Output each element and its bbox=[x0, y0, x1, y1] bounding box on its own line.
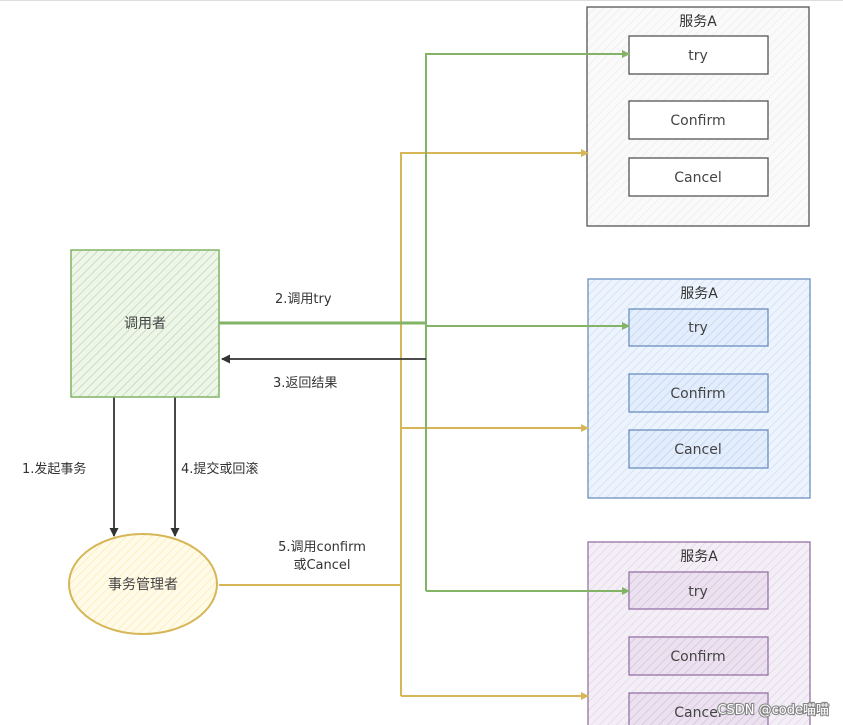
service-2-confirm-box bbox=[628, 373, 769, 413]
tx-manager-label: 事务管理者 bbox=[108, 577, 178, 593]
caller-label: 调用者 bbox=[124, 316, 166, 332]
watermark: CSDN @code喵喵 bbox=[717, 703, 829, 718]
service-2-try-box bbox=[628, 308, 769, 347]
edge-label-commit-rollback: 4.提交或回滚 bbox=[181, 461, 258, 477]
confirm-cancel-connectors bbox=[219, 149, 589, 700]
service-1-confirm-box bbox=[628, 100, 769, 140]
service-1-cancel-box bbox=[628, 157, 769, 197]
service-box-3: 服务A try Confirm Cancel bbox=[587, 541, 811, 725]
tx-manager-ellipse bbox=[68, 533, 218, 635]
edge-label-confirm-cancel-2: 或Cancel bbox=[293, 558, 350, 573]
service-2-confirm-label: Confirm bbox=[670, 386, 725, 402]
service-1-confirm-label: Confirm bbox=[670, 113, 725, 129]
try-connectors bbox=[219, 50, 630, 595]
service-box-2: 服务A try Confirm Cancel bbox=[587, 278, 811, 499]
caller-box bbox=[70, 249, 220, 398]
edge-label-return-result: 3.返回结果 bbox=[273, 376, 337, 391]
service-2-cancel-box bbox=[628, 429, 769, 469]
service-3-cancel-label: Cancel bbox=[674, 705, 721, 721]
service-1-title: 服务A bbox=[679, 14, 717, 30]
service-2-try-label: try bbox=[688, 320, 708, 336]
service-2-cancel-label: Cancel bbox=[674, 442, 721, 458]
service-2-title: 服务A bbox=[680, 286, 718, 302]
service-3-try-box bbox=[628, 571, 769, 610]
edge-label-start-tx: 1.发起事务 bbox=[22, 461, 86, 477]
service-1-try-label: try bbox=[688, 48, 708, 64]
gold-arrow-service-1 bbox=[400, 149, 589, 696]
service-1-try-box bbox=[628, 35, 769, 75]
service-box-1: 服务A try Confirm Cancel bbox=[586, 6, 810, 227]
service-1-cancel-label: Cancel bbox=[674, 170, 721, 186]
caller-node: 调用者 bbox=[70, 249, 220, 398]
edge-label-confirm-cancel-1: 5.调用confirm bbox=[278, 540, 366, 555]
service-3-confirm-label: Confirm bbox=[670, 649, 725, 665]
service-3-cancel-box bbox=[628, 692, 769, 725]
service-3-try-label: try bbox=[688, 584, 708, 600]
service-3-title: 服务A bbox=[680, 549, 718, 565]
edge-label-call-try: 2.调用try bbox=[275, 292, 332, 307]
green-arrow-try-1 bbox=[425, 50, 630, 591]
tx-manager-node: 事务管理者 bbox=[68, 533, 218, 635]
service-3-confirm-box bbox=[628, 636, 769, 676]
